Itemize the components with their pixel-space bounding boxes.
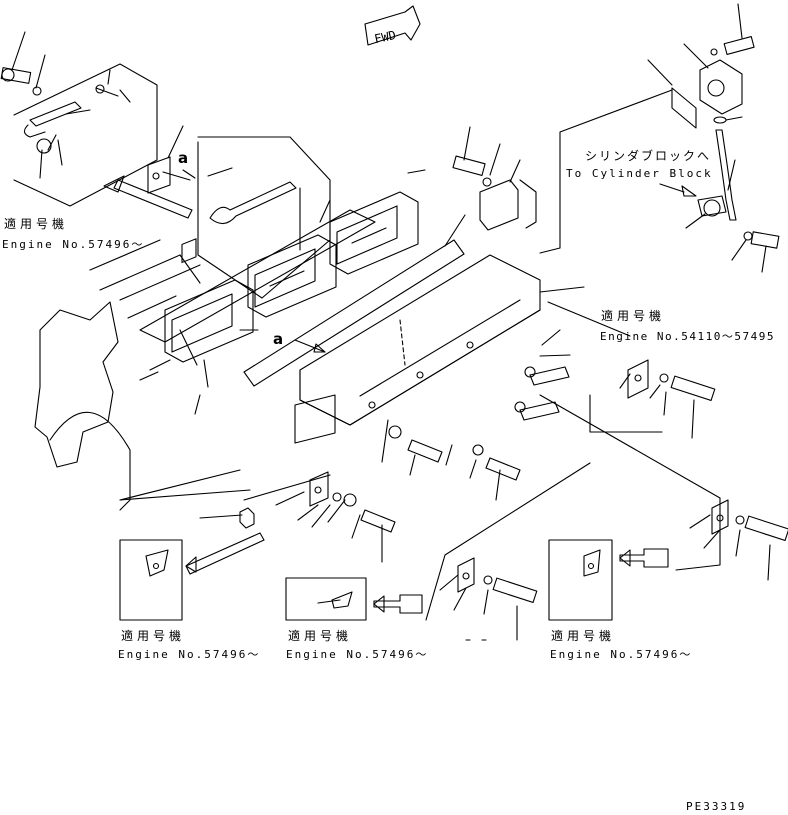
inset-box-bottom-left (119, 532, 265, 621)
engine-number-b2: Engine No.57496～ (286, 648, 429, 661)
cylinder-block-label-en: To Cylinder Block (566, 167, 713, 180)
applicable-serial-label-r: 適用号機 (601, 309, 666, 323)
drawing-code: PE33319 (686, 800, 747, 813)
valve-cover-front (164, 238, 254, 363)
valve-cover-rear (329, 191, 419, 275)
applicable-serial-label-b1: 適用号機 (121, 629, 186, 643)
gaskets (139, 209, 465, 387)
arrow-a-upper (182, 169, 196, 179)
fwd-arrow-sign: FWD (364, 5, 421, 46)
applicable-serial-label-b2: 適用号機 (288, 629, 353, 643)
bracket-upper-left (103, 125, 193, 219)
callout-a-lower: a (273, 330, 284, 348)
callout-a-upper: a (178, 149, 189, 167)
bolts-manifold (343, 366, 570, 533)
engine-number-tl: Engine No.57496～ (2, 238, 145, 251)
fwd-text: FWD (373, 28, 397, 46)
detail-box-a (197, 136, 331, 299)
inset-box-bottom-right (548, 539, 669, 621)
arrow-a-lower (294, 339, 326, 353)
inset-cylinder-pipe (539, 3, 780, 273)
valve-cover-middle (247, 234, 337, 318)
engine-number-r: Engine No.54110～57495 (600, 330, 775, 343)
inset-right-bracket (547, 301, 716, 439)
inset-top-left (0, 31, 158, 207)
engine-block (34, 239, 251, 511)
leader-lines (179, 169, 585, 563)
inset-lower-right-bracket (539, 394, 788, 581)
applicable-serial-label-b3: 適用号機 (551, 629, 616, 643)
bracket-upper-middle (452, 126, 537, 231)
cylinder-block-label-jp: シリンダブロックへ (585, 149, 712, 163)
intake-manifold (294, 254, 541, 444)
inset-box-bottom-middle (285, 577, 423, 621)
applicable-serial-label-tl: 適用号機 (4, 217, 69, 231)
bracket-lower-middle (425, 462, 591, 641)
engine-number-b1: Engine No.57496～ (118, 648, 261, 661)
engine-number-b3: Engine No.57496～ (550, 648, 693, 661)
bracket-lower-left (239, 471, 342, 529)
